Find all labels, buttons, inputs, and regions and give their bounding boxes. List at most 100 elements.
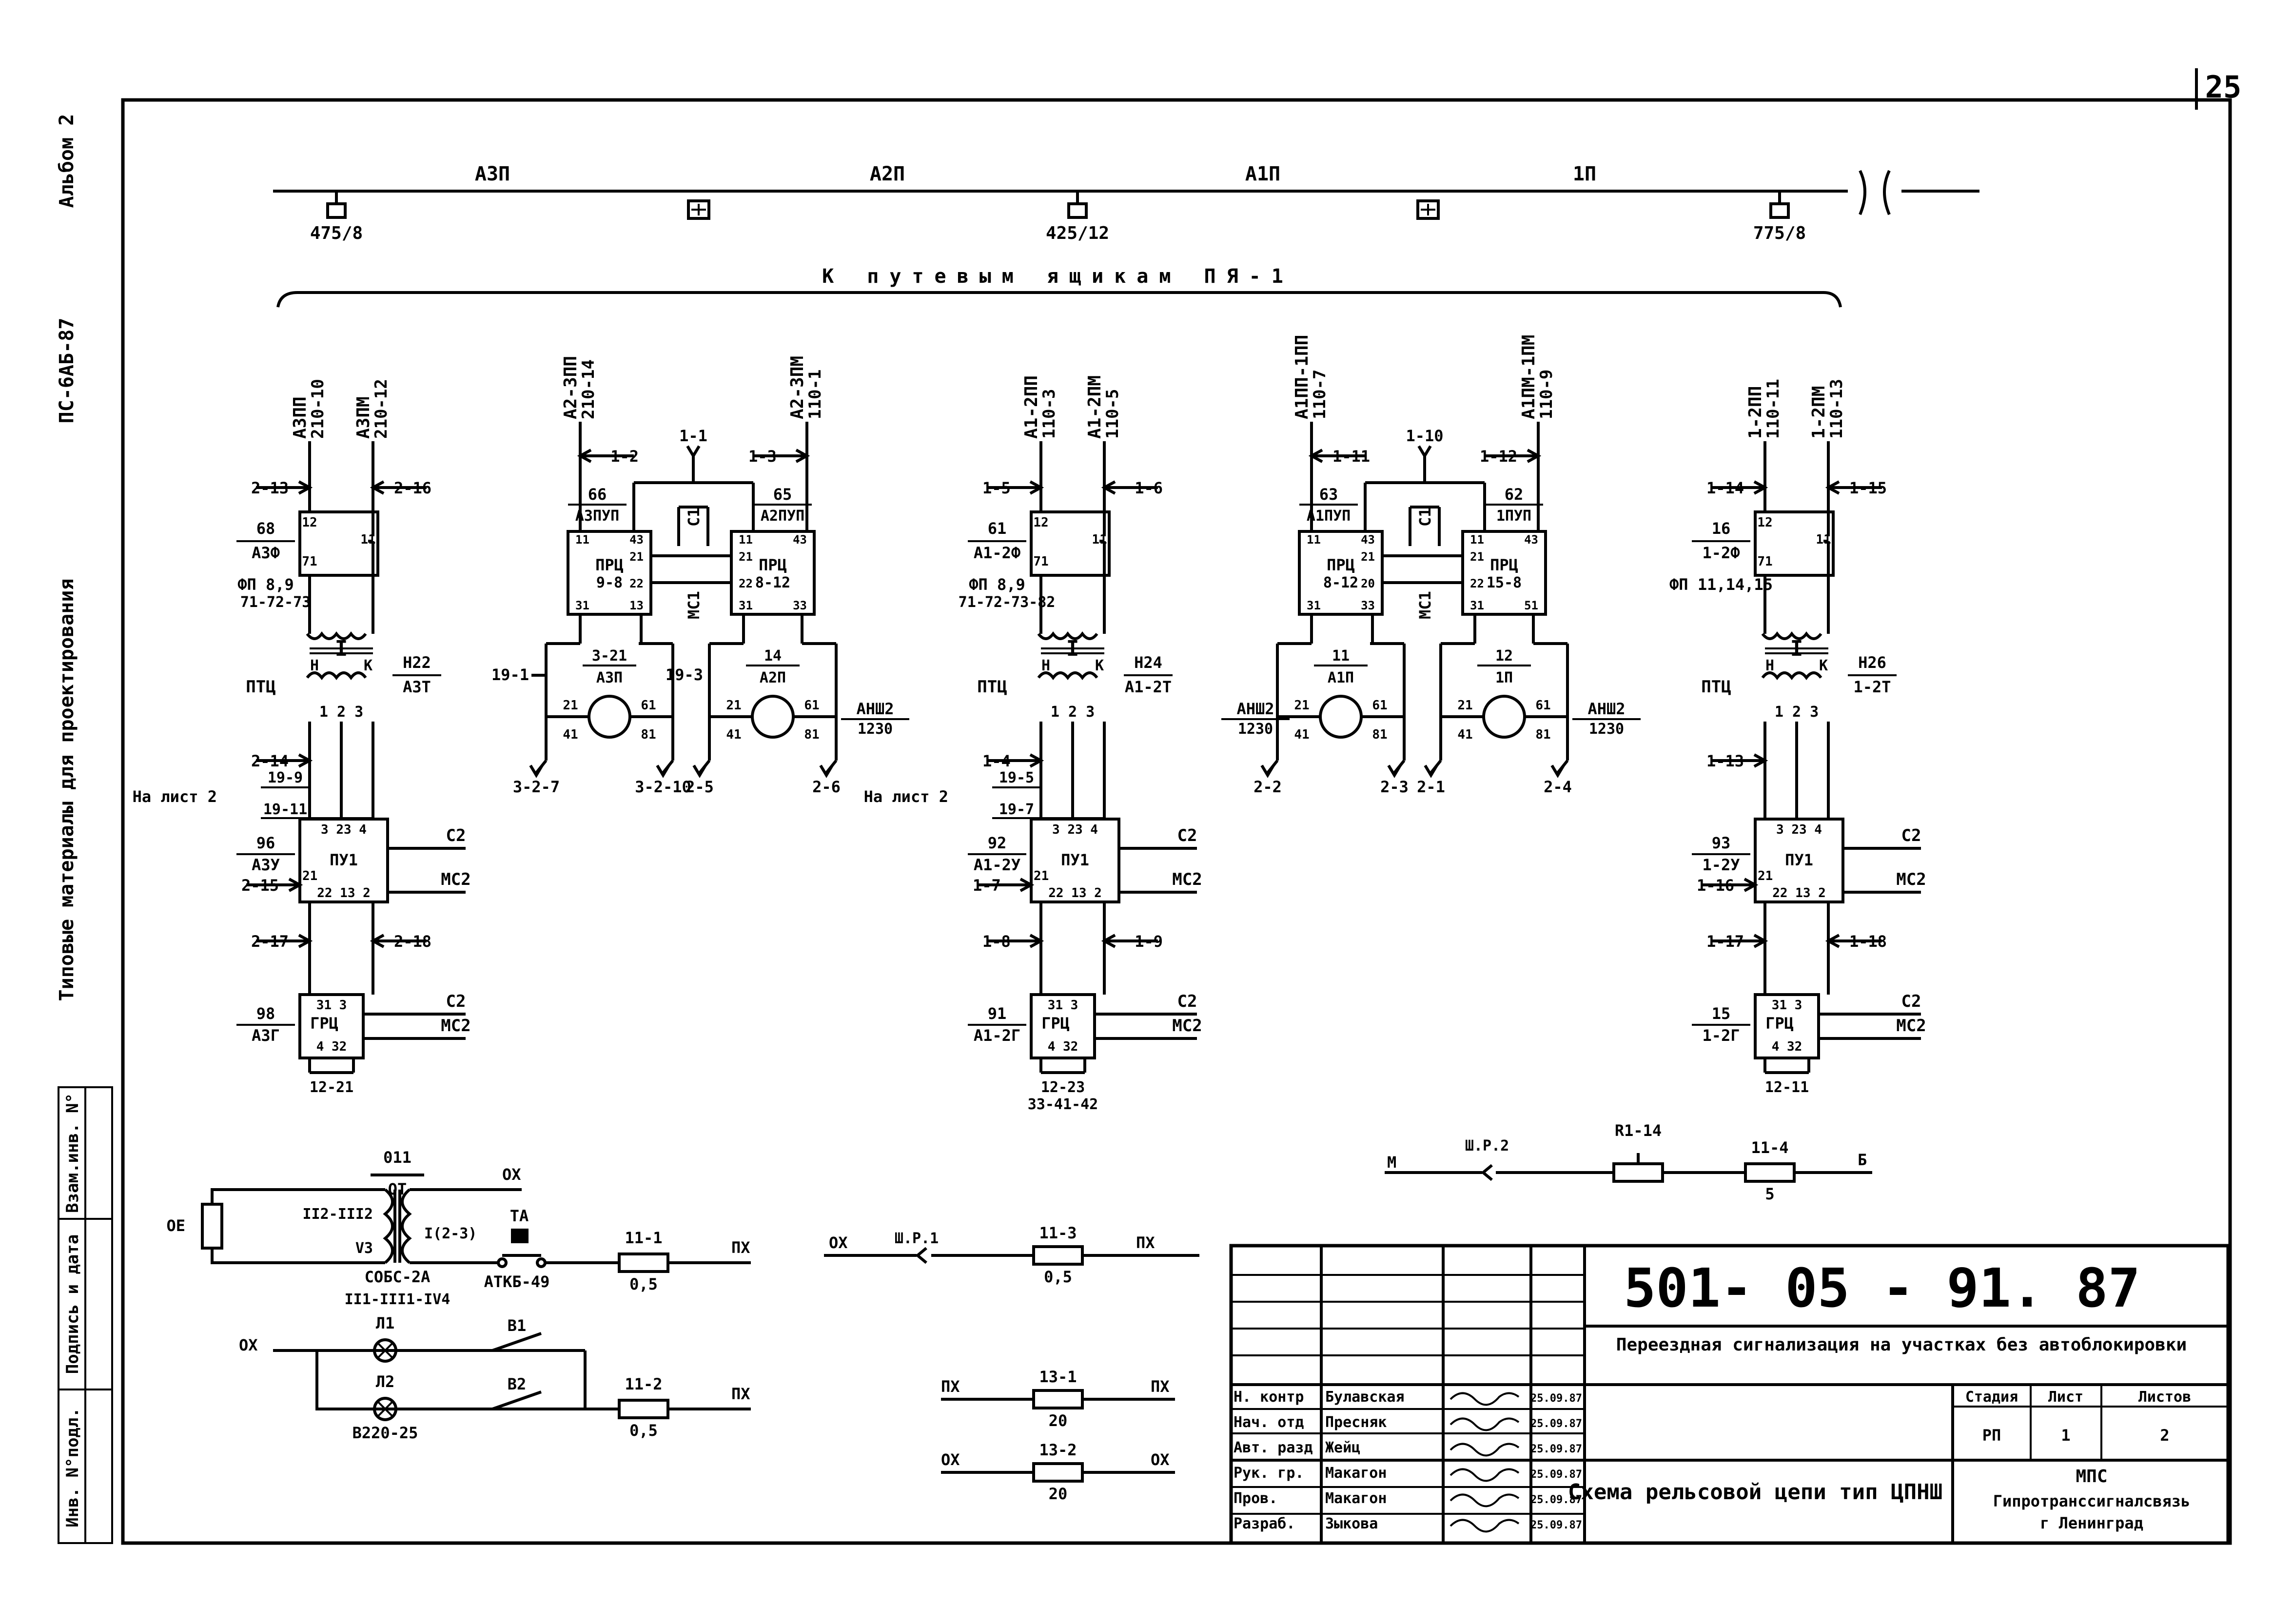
prc-left-no: 63: [1319, 485, 1338, 504]
fp-list: 71-72-73-82: [959, 594, 1056, 611]
anch-left-no: АНШ2: [1236, 700, 1274, 718]
filter-pin: 12: [302, 515, 317, 530]
prc-left-n: 9-8: [596, 574, 623, 591]
tr-pins: 1 2 3: [319, 704, 363, 721]
ox-label-2: ОХ: [239, 1336, 258, 1354]
filter-name: 1-2Ф: [1702, 544, 1740, 562]
pin: 21: [739, 550, 753, 564]
prc-right-sub: 1ПУП: [1496, 508, 1531, 525]
pu-pin21: 21: [302, 869, 317, 883]
post-775: 775/8: [1753, 191, 1806, 243]
wire-left: А1ПП-1ПП: [1292, 335, 1312, 419]
ta-label: ТА: [510, 1207, 529, 1225]
row-name: Пресняк: [1325, 1414, 1387, 1431]
row-name: Жейц: [1325, 1439, 1360, 1456]
filter-pin: 12: [1033, 515, 1048, 530]
lamp-l1: Л1: [376, 1314, 395, 1332]
input-right-label: 2-16: [394, 479, 431, 497]
anch-right-no: АНШ2: [856, 700, 894, 718]
relay-pin: 21: [563, 698, 578, 713]
joint-1: [687, 199, 710, 220]
shr2-label: Ш.Р.2: [1465, 1137, 1509, 1154]
org-city: г Ленинград: [2040, 1514, 2143, 1532]
winding-3: I(2-3): [424, 1225, 477, 1242]
input-c: 2-18: [370, 932, 431, 951]
input-a: 1-4: [982, 752, 1044, 770]
grc-no: 15: [1712, 1004, 1731, 1023]
sheets-value: 2: [2160, 1426, 2169, 1445]
drawing-title: Переездная сигнализация на участках без …: [1616, 1335, 2187, 1355]
track-boxes-bracket: К путевым ящикам ПЯ-1: [276, 265, 1842, 308]
row-name: Макагон: [1325, 1490, 1387, 1507]
input-b: 1-17: [1706, 932, 1768, 951]
post-475: 475/8: [310, 191, 363, 243]
filter-no: 61: [988, 519, 1007, 538]
input-left: 1-2: [577, 447, 639, 466]
relay-pin: 81: [1535, 727, 1550, 742]
relay-pin: 41: [563, 727, 578, 742]
row-date: 25.09.87: [1530, 1468, 1582, 1481]
relay-pin: 41: [1457, 727, 1472, 742]
tr-k: К: [1095, 657, 1104, 674]
r1-label: R1-14: [1615, 1121, 1662, 1140]
wire-left-no: 110-7: [1310, 370, 1330, 419]
pu-sub: А3У: [252, 856, 280, 874]
relay-out: 2-6: [812, 778, 841, 796]
row-name: Макагон: [1325, 1465, 1387, 1482]
fp-label: ФП 8,9: [237, 575, 294, 594]
pin: 22: [739, 577, 753, 590]
grc-c2: С2: [446, 992, 466, 1011]
input-mid: 1-1: [679, 427, 707, 445]
relay-sub: А2П: [760, 669, 786, 686]
fuse4-no: 13-1: [1039, 1368, 1077, 1386]
lamp-l2: Л2: [376, 1372, 395, 1391]
input-a-label: 1-4: [982, 752, 1011, 770]
fuse4-val: 20: [1049, 1411, 1068, 1430]
prc-left-n: 8-12: [1323, 574, 1358, 591]
input-right-label: 1-6: [1135, 479, 1163, 497]
tr-h: Н: [310, 657, 319, 674]
stamp-inv: Инв. N°подл.: [63, 1408, 82, 1527]
filter-pin: 12: [1757, 515, 1772, 530]
wire-left-no: 210-14: [579, 359, 598, 419]
stage-header: Стадия: [1965, 1389, 2018, 1406]
input-left: 2-13: [251, 479, 313, 497]
pin: 31: [1307, 599, 1321, 612]
tr-k: К: [1819, 657, 1828, 674]
relay-in: 19-1: [491, 665, 529, 684]
wire-right-no: 110-5: [1103, 389, 1122, 439]
pin: 11: [739, 533, 753, 547]
album-label: Альбом 2: [56, 114, 78, 208]
m-label: М: [1387, 1153, 1396, 1172]
relay-pin: 21: [726, 698, 741, 713]
pin: 22: [1470, 577, 1484, 590]
mc1-label: МС1: [1416, 591, 1434, 619]
pu-name: ПУ1: [1061, 851, 1089, 869]
shr1-label: Ш.Р.1: [895, 1230, 939, 1247]
b-label: Б: [1858, 1151, 1867, 1169]
input-left-label: 2-13: [251, 479, 289, 497]
pu-pin21: 21: [1034, 869, 1049, 883]
pin: 31: [1470, 599, 1484, 612]
input-right: 1-6: [1101, 479, 1163, 497]
mc1-label: МС1: [685, 591, 703, 619]
jumper-1: 19-5: [999, 769, 1034, 786]
relay-out: 2-2: [1254, 778, 1282, 796]
prc-left: ПРЦ: [1327, 556, 1355, 574]
switch-b1: В1: [508, 1316, 527, 1335]
pin: 22: [629, 577, 644, 590]
input-left-label: 1-11: [1332, 447, 1370, 466]
filter-name: А3Ф: [252, 544, 280, 562]
section-1p: 1П: [1573, 163, 1596, 185]
grc-mc2: МС2: [1172, 1016, 1202, 1036]
filter-name: А1-2Ф: [974, 544, 1020, 562]
relay-pin: 81: [804, 727, 819, 742]
relay-out-ext: 19-3: [666, 665, 703, 684]
tr-pins: II1-III1-IV4: [345, 1291, 451, 1308]
relay-pin: 41: [1294, 727, 1309, 742]
